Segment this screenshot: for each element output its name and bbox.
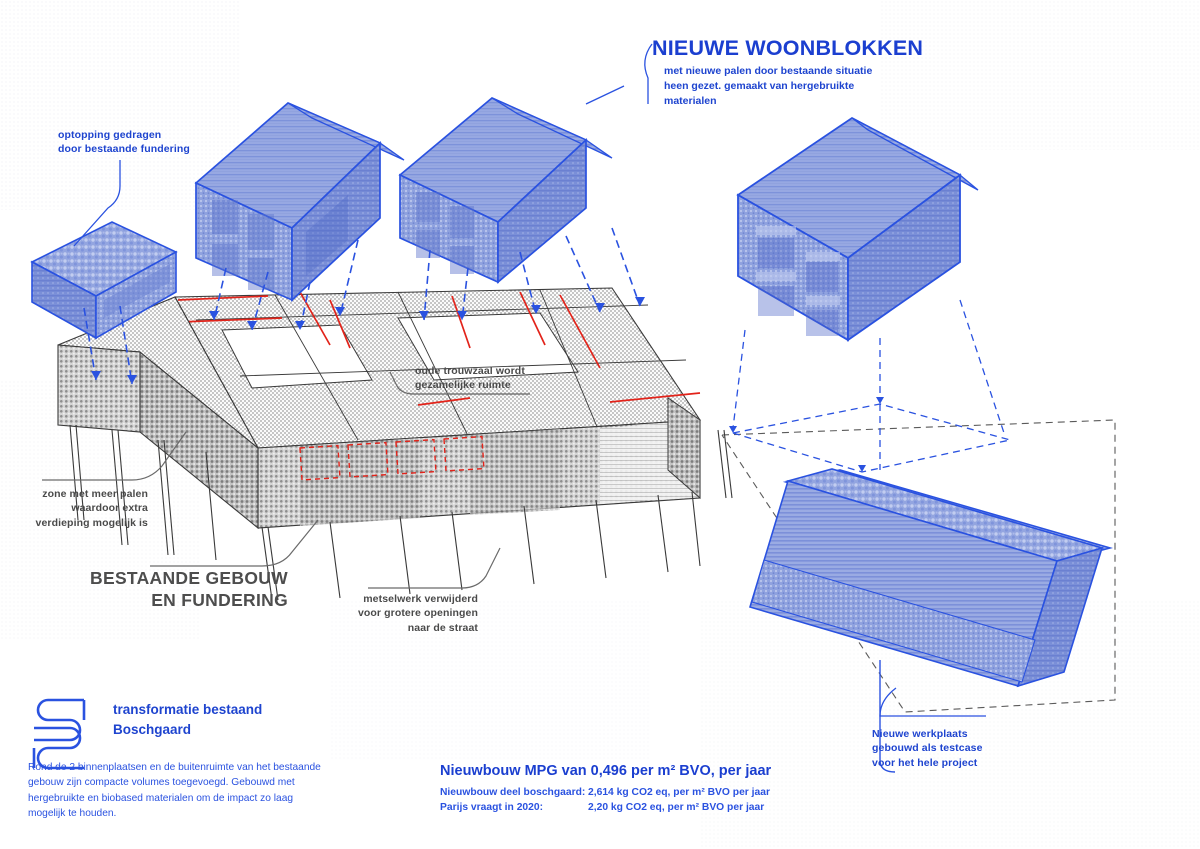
woonblok1-roof-back [287,102,405,161]
headline-subtitle: met nieuwe palen door bestaande situatie… [664,65,873,108]
existing-facade-panel-a [300,438,420,526]
annotation-werkplaats: Nieuwe werkplaats gebouwd als testcase v… [872,728,983,769]
woonblok1-gable [195,181,293,302]
woonblokL-side [847,173,961,342]
background-dotfield-topleft [0,0,240,210]
existing-east-wing-roof [612,288,700,420]
background-dotfield-topright [880,0,1200,150]
woonblokL-balconies [756,226,840,305]
leader-line-nieuwe-woonblokken-right [585,85,625,105]
footprint-arrowheads [729,397,884,472]
woonblokL-windows [758,238,838,336]
annotation-metselwerk: metselwerk verwijderd voor grotere openi… [357,593,478,634]
mpg-title: Nieuwbouw MPG van 0,496 per m² BVO, per … [440,763,772,779]
leader-line-headline [644,43,653,104]
mpg-row-1: Nieuwbouw deel boschgaard:2,614 kg CO2 e… [440,785,770,800]
woonblokL-roof-front [736,116,962,260]
existing-roof-plate-east [612,288,700,420]
mpg-row-2: Parijs vraagt in 2020: 2,20 kg CO2 eq, pe… [440,800,764,815]
boschgaard-s-logo [30,688,88,780]
optopping-facade-side [95,250,177,340]
footprint-dashed-blue [732,403,1011,473]
placement-arrowheads [91,297,645,384]
mpg-row-1-label: Nieuwbouw deel boschgaard: [440,787,586,798]
leader-line-zone-palen [42,431,187,481]
existing-facade-west [139,350,259,530]
woonblok2-windows [416,192,474,274]
existing-facade-panel-c [600,421,700,504]
woonblok1-roof-front [194,102,382,230]
werkplaats-facade-lower [752,607,1020,686]
werkplaats-roof-main [786,482,1056,562]
connector-dashed-gable-to-footprint [732,299,1006,437]
woonblok2-roof-back [491,97,613,159]
headline-title: NIEUWE WOONBLOKKEN [652,36,924,60]
leader-line-bestaande [150,519,319,567]
annotation-trouwzaal: oude trouwzaal wordt gezamelijke ruimte [415,365,525,392]
woonblok1-side-openings [306,195,348,276]
werkplaats-side [1016,546,1104,688]
werkplaats-window-band [751,559,1036,683]
volume-optopping-west [30,221,178,340]
label-bestaande-gebouw: BESTAANDE GEBOUW EN FUNDERING [90,568,288,610]
woonblok1-windows [212,200,274,290]
existing-courtyard-1 [221,324,373,389]
werkplaats-roof [782,469,1114,563]
optopping-window-band [104,264,170,318]
woonblok2-side [497,138,587,284]
existing-facade-panel-b [470,429,560,515]
existing-facade-east [667,397,701,500]
woonblokL-gable [737,193,849,342]
woonblok2-roof-front [398,97,588,224]
woonblokL-roof-back [851,117,979,191]
leader-line-optopping [73,160,121,247]
volume-woonblok-large [736,116,979,342]
werkplaats-facade-long [749,480,1059,687]
existing-roof-west-wing [57,296,259,449]
mpg-row-2-label: Parijs vraagt in 2020: [440,802,544,813]
optopping-roof [30,221,178,297]
mpg-row-1-value: 2,614 kg CO2 eq, per m² BVO per jaar [588,787,770,798]
existing-facade-west-outer [57,344,141,433]
red-dashed-openings [299,435,485,481]
annotation-optopping: optopping gedragen door bestaande funder… [58,129,190,156]
volume-woonblok-2 [398,97,613,284]
werkplaats-roof-plane [785,468,1105,562]
brand-title: transformatie bestaand Boschgaard [113,702,263,737]
leader-line-metselwerk [368,547,501,589]
leader-line-werkplaats [879,687,986,717]
site-boundary-dashed [721,419,1116,713]
placement-arrows [83,227,641,385]
woonblok1-side [291,140,381,302]
background-dotfield-bottomright [700,600,1200,849]
annotation-zone-palen: zone met meer palen waardoor extra verdi… [35,488,148,529]
optopping-facade-front [31,260,97,340]
mpg-row-2-value: 2,20 kg CO2 eq, per m² BVO per jaar [588,802,765,813]
existing-facade-south [257,419,701,529]
volume-woonblok-1 [194,102,405,302]
existing-building-isometric [57,287,733,601]
woonblok2-gable [399,173,499,284]
footer-description: Rond de 2 binnenplaatsen en de buitenrui… [28,762,321,819]
